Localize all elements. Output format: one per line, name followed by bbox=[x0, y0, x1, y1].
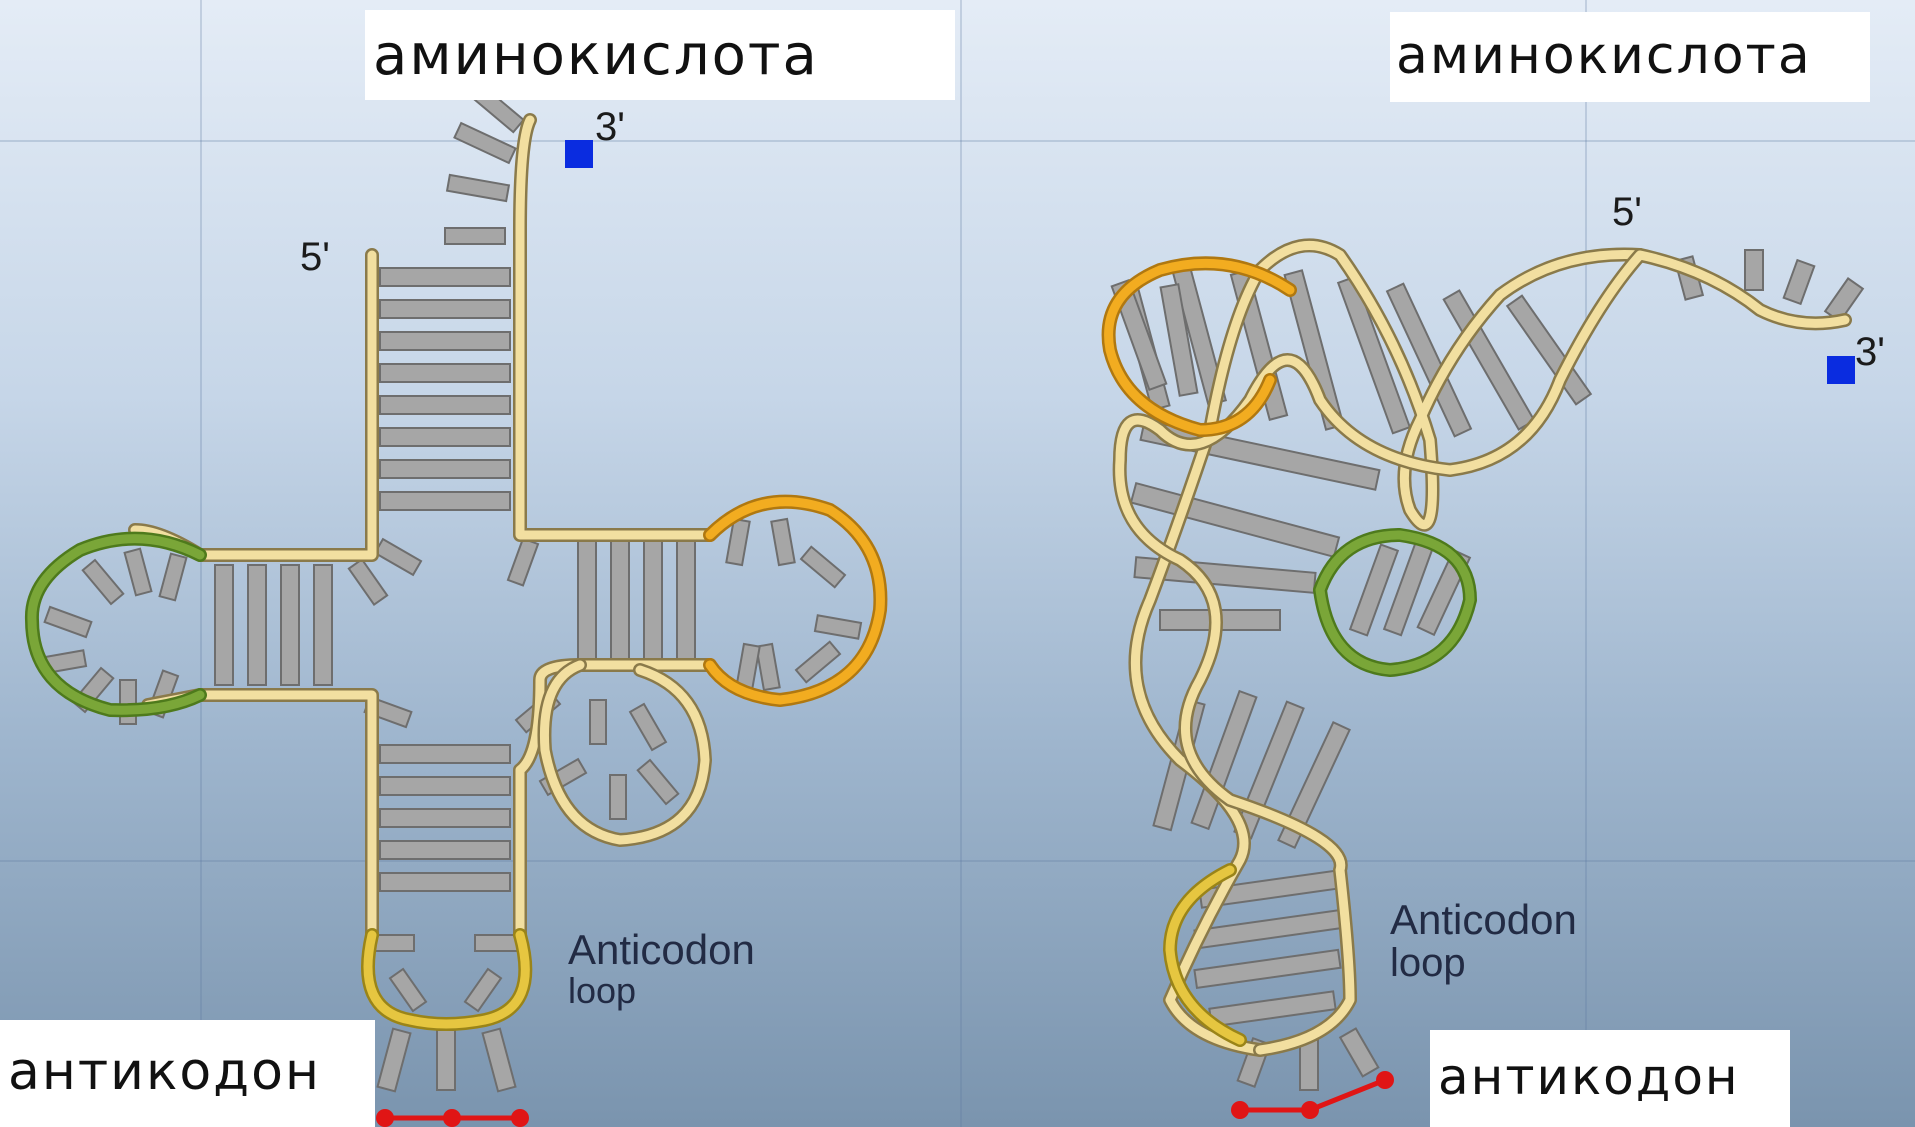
left-anticodon-loop-line1: Anticodon bbox=[568, 928, 755, 972]
right-anticodon-label: антикодон bbox=[1430, 1030, 1790, 1127]
left-five-prime: 5' bbox=[300, 235, 330, 280]
left-three-prime: 3' bbox=[595, 105, 625, 150]
anticodon-stem bbox=[380, 745, 510, 891]
left-amino-acid-label: аминокислота bbox=[365, 10, 955, 100]
right-3prime-marker bbox=[1827, 356, 1855, 384]
left-3prime-marker bbox=[565, 140, 593, 168]
right-amino-acid-text: аминокислота bbox=[1396, 30, 1812, 82]
right-amino-acid-label: аминокислота bbox=[1390, 12, 1870, 102]
right-anticodon-text: антикодон bbox=[1438, 1052, 1740, 1102]
left-anticodon-text: антикодон bbox=[8, 1046, 321, 1098]
right-five-prime: 5' bbox=[1612, 190, 1642, 235]
right-anticodon-loop-label: Anticodon loop bbox=[1390, 898, 1577, 984]
left-codon-marker bbox=[376, 1109, 529, 1127]
d-arm-stem bbox=[215, 565, 332, 685]
right-anticodon-loop-line2: loop bbox=[1390, 942, 1577, 984]
acceptor-stem bbox=[380, 85, 524, 510]
t-arm-stem bbox=[578, 540, 695, 665]
left-amino-acid-text: аминокислота bbox=[373, 28, 819, 84]
right-three-prime: 3' bbox=[1855, 330, 1885, 375]
l-shape-structure bbox=[1109, 245, 1863, 1119]
right-anticodon-loop-line1: Anticodon bbox=[1390, 898, 1577, 942]
left-anticodon-label: антикодон bbox=[0, 1020, 375, 1127]
left-anticodon-loop-label: Anticodon loop bbox=[568, 928, 755, 1010]
left-anticodon-loop-line2: loop bbox=[568, 972, 755, 1010]
